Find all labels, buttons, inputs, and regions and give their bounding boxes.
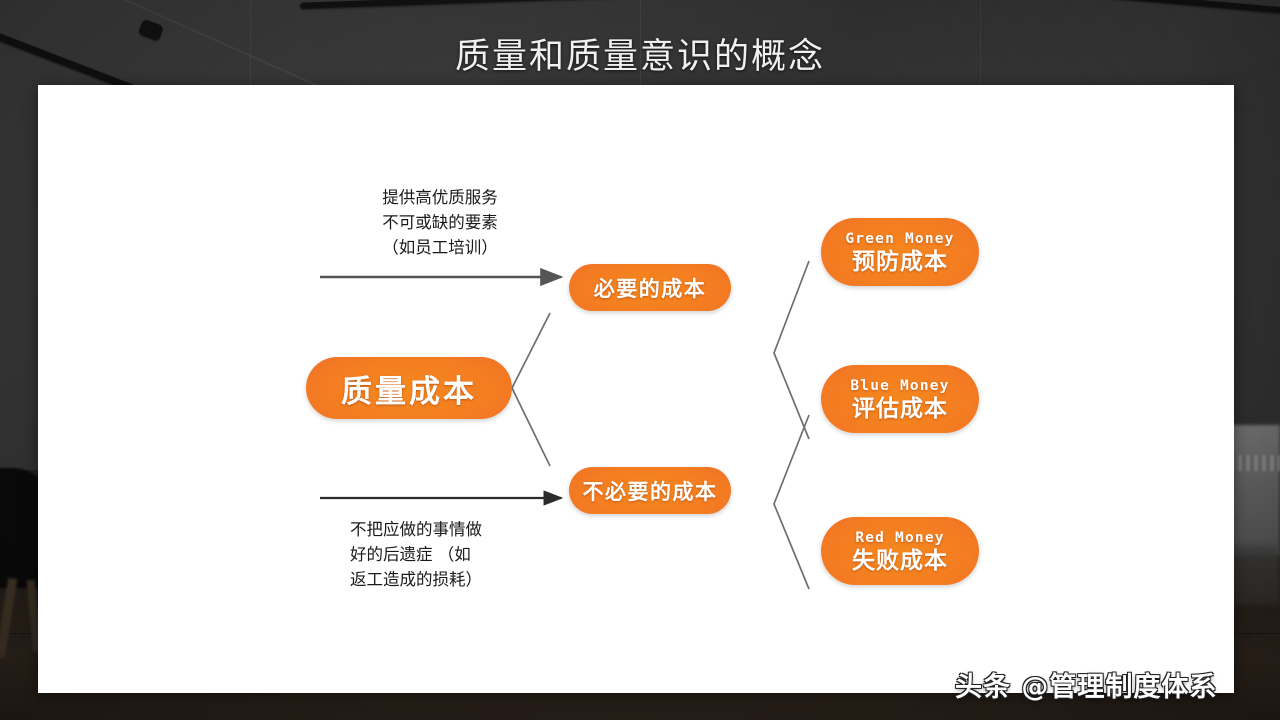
annotation-top-line-3: （如员工培训） <box>382 238 498 257</box>
node-necessary-cost-label: 必要的成本 <box>593 276 707 301</box>
node-blue-money[interactable]: Blue Money 评估成本 <box>821 365 979 433</box>
node-unnecessary-cost-label: 不必要的成本 <box>582 479 718 504</box>
annotation-top: 提供高优质服务 不可或缺的要素 （如员工培训） <box>340 185 540 260</box>
annotation-bottom: 不把应做的事情做 好的后遗症 （如 返工造成的损耗） <box>350 517 560 592</box>
node-quality-cost[interactable]: 质量成本 <box>306 357 512 419</box>
bracket-unnecessary <box>773 414 810 590</box>
annotation-top-line-1: 提供高优质服务 <box>382 188 498 207</box>
annotation-bottom-line-2: 好的后遗症 （如 <box>350 545 471 564</box>
node-green-money[interactable]: Green Money 预防成本 <box>821 218 979 286</box>
annotation-top-line-2: 不可或缺的要素 <box>382 213 498 232</box>
node-quality-cost-label: 质量成本 <box>341 373 477 410</box>
node-blue-money-cn: 评估成本 <box>852 395 948 422</box>
node-red-money-en: Red Money <box>855 529 945 546</box>
slide-canvas: 提供高优质服务 不可或缺的要素 （如员工培训） 不把应做的事情做 好的后遗症 （… <box>38 85 1234 693</box>
node-red-money[interactable]: Red Money 失败成本 <box>821 517 979 585</box>
watermark: 头条 @管理制度体系 <box>955 672 1218 703</box>
bracket-root <box>511 312 551 467</box>
node-red-money-cn: 失败成本 <box>852 547 948 574</box>
annotation-bottom-line-1: 不把应做的事情做 <box>350 520 482 539</box>
node-green-money-cn: 预防成本 <box>852 248 948 275</box>
node-green-money-en: Green Money <box>845 230 955 247</box>
diagram-connectors <box>320 260 810 590</box>
quality-cost-diagram: 提供高优质服务 不可或缺的要素 （如员工培训） 不把应做的事情做 好的后遗症 （… <box>38 85 1234 693</box>
node-necessary-cost[interactable]: 必要的成本 <box>569 264 731 311</box>
annotation-bottom-line-3: 返工造成的损耗） <box>350 570 482 589</box>
node-blue-money-en: Blue Money <box>850 377 950 394</box>
node-unnecessary-cost[interactable]: 不必要的成本 <box>569 467 731 514</box>
bracket-necessary <box>773 260 810 440</box>
page-title: 质量和质量意识的概念 <box>454 37 825 77</box>
